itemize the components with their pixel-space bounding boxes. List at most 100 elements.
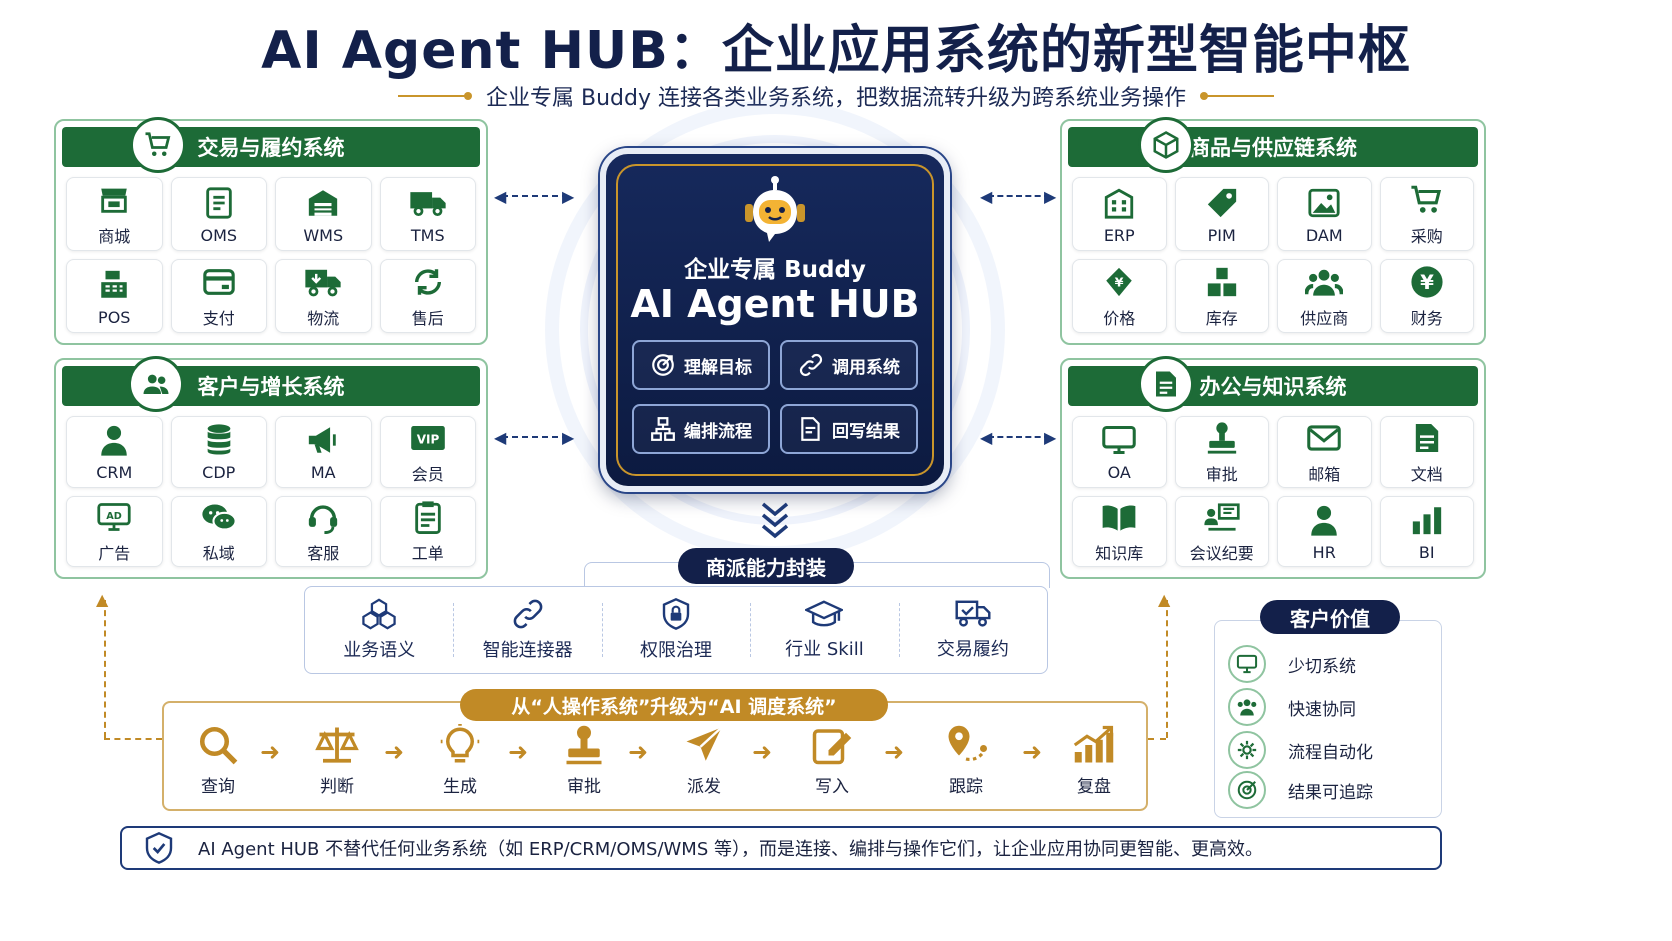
- flow-connector-left-h: [104, 738, 162, 740]
- warehouse-icon: [304, 184, 342, 222]
- arrow-left-icon: ◀: [980, 428, 993, 447]
- system-tile-store[interactable]: 商城: [66, 177, 163, 251]
- yen-icon: ¥: [1408, 263, 1446, 301]
- arrow-right-icon: ▶: [562, 187, 575, 206]
- flow-step-approve[interactable]: 审批: [534, 724, 634, 797]
- megaphone-icon: [304, 421, 342, 459]
- hub-button-label: 调用系统: [832, 357, 900, 378]
- building-icon: [1100, 184, 1138, 222]
- capability-smart-connector[interactable]: 智能连接器: [453, 587, 601, 673]
- system-tile-aftersales[interactable]: 售后: [379, 259, 476, 333]
- capability-permission-governance[interactable]: 权限治理: [601, 587, 750, 673]
- arrow-left-icon: ◀: [494, 428, 507, 447]
- system-tile-price[interactable]: ¥价格: [1072, 259, 1167, 333]
- system-label: 客服: [307, 544, 340, 564]
- system-tile-supplier[interactable]: 供应商: [1277, 259, 1372, 333]
- system-tile-mail[interactable]: 邮箱: [1277, 416, 1372, 488]
- value-label: 少切系统: [1288, 656, 1356, 677]
- flow-step-review[interactable]: 复盘: [1044, 724, 1144, 797]
- system-tile-logistics[interactable]: 物流: [275, 259, 372, 333]
- hub-halo-inner: [580, 135, 970, 525]
- arrow-right-icon: ▶: [1044, 428, 1057, 447]
- system-tile-hr[interactable]: HR: [1277, 495, 1372, 567]
- value-label: 流程自动化: [1288, 742, 1373, 763]
- system-tile-tms[interactable]: TMS: [379, 177, 476, 251]
- connector-customer: [502, 436, 568, 438]
- system-tile-knowledge[interactable]: 知识库: [1072, 495, 1167, 567]
- flow-step-track[interactable]: 跟踪: [916, 724, 1016, 797]
- monitor-icon: [1228, 645, 1266, 683]
- footer-text: AI Agent HUB 不替代任何业务系统（如 ERP/CRM/OMS/WMS…: [198, 839, 1263, 860]
- capability-industry-skill[interactable]: 行业 Skill: [750, 587, 898, 673]
- monitor-icon: [1100, 421, 1138, 459]
- image-icon: [1305, 184, 1343, 222]
- panel-trade-header: 交易与履约系统: [62, 117, 480, 173]
- system-tile-cdp[interactable]: CDP: [170, 416, 267, 488]
- flow-step-query[interactable]: 查询: [168, 724, 268, 797]
- flow-step-generate[interactable]: 生成: [410, 724, 510, 797]
- panel-customer-header: 客户与增长系统: [62, 356, 480, 412]
- system-tile-ticket[interactable]: 工单: [379, 495, 476, 567]
- arrow-up-icon: ▲: [96, 590, 109, 609]
- system-tile-ma[interactable]: MA: [275, 416, 372, 488]
- chevron-down-icon: [760, 500, 790, 544]
- system-label: 知识库: [1095, 544, 1144, 564]
- flow-step-label: 查询: [201, 777, 235, 797]
- system-tile-crm[interactable]: CRM: [66, 416, 163, 488]
- graduation-cap-icon: [805, 600, 844, 627]
- system-label: DAM: [1305, 225, 1343, 245]
- system-tile-finance[interactable]: ¥财务: [1379, 259, 1474, 333]
- subtitle-row: 企业专属 Buddy 连接各类业务系统，把数据流转升级为跨系统业务操作: [0, 78, 1672, 114]
- shield-lock-icon: [662, 598, 690, 630]
- truck-check-icon: [955, 600, 991, 627]
- system-tile-payment[interactable]: 支付: [170, 259, 267, 333]
- system-label: 物流: [307, 309, 340, 328]
- system-tile-dam[interactable]: DAM: [1277, 177, 1372, 251]
- arrow-right-icon: ➜: [628, 738, 649, 766]
- system-tile-erp[interactable]: ERP: [1072, 177, 1167, 251]
- system-tile-approval[interactable]: 审批: [1174, 416, 1269, 488]
- users-icon: [128, 356, 184, 412]
- arrow-right-icon: ➜: [752, 738, 773, 766]
- stamp-icon: [1203, 419, 1241, 457]
- svg-text:¥: ¥: [1420, 271, 1434, 294]
- value-item-fast-collab: 快速协同: [1228, 687, 1356, 727]
- system-tile-wms[interactable]: WMS: [275, 177, 372, 251]
- shield-check-icon: [145, 832, 173, 864]
- arrow-right-icon: ➜: [260, 738, 281, 766]
- system-tile-purchase[interactable]: 采购: [1379, 177, 1474, 251]
- growth-chart-icon: [1073, 725, 1114, 763]
- capability-business-semantics[interactable]: 业务语义: [305, 587, 453, 673]
- system-tile-oms[interactable]: OMS: [170, 177, 267, 251]
- hub-button-understand-goal[interactable]: 理解目标: [632, 340, 770, 390]
- system-tile-docs[interactable]: 文档: [1379, 416, 1474, 488]
- system-tile-pim[interactable]: PIM: [1174, 177, 1269, 251]
- svg-text:VIP: VIP: [416, 432, 439, 446]
- location-pin-icon: [948, 725, 987, 761]
- hub-button-write-back[interactable]: 回写结果: [780, 404, 918, 454]
- capability-trade-fulfillment[interactable]: 交易履约: [898, 587, 1047, 673]
- system-tile-pos[interactable]: POS: [66, 259, 163, 333]
- flow-step-judge[interactable]: 判断: [287, 724, 387, 797]
- system-tile-private[interactable]: 私域: [170, 495, 267, 567]
- hub-button-call-system[interactable]: 调用系统: [780, 340, 918, 390]
- panel-office-header: 办公与知识系统: [1068, 356, 1478, 412]
- system-label: OA: [1107, 463, 1131, 483]
- system-tile-oa[interactable]: OA: [1072, 416, 1167, 488]
- svg-text:¥: ¥: [1115, 275, 1124, 290]
- arrow-right-icon: ➜: [508, 738, 529, 766]
- store-icon: [95, 181, 133, 219]
- cubes-icon: [362, 598, 396, 630]
- connector-office: [988, 436, 1050, 438]
- system-tile-service[interactable]: 客服: [275, 495, 372, 567]
- system-tile-inventory[interactable]: 库存: [1174, 259, 1269, 333]
- flow-step-dispatch[interactable]: 派发: [654, 724, 754, 797]
- flow-step-write[interactable]: 写入: [782, 724, 882, 797]
- hub-button-orchestrate[interactable]: 编排流程: [632, 404, 770, 454]
- panel-office-title: 办公与知识系统: [1199, 375, 1347, 399]
- boxes-icon: [1203, 263, 1241, 301]
- system-tile-meeting[interactable]: 会议纪要: [1174, 495, 1269, 567]
- system-tile-bi[interactable]: BI: [1379, 495, 1474, 567]
